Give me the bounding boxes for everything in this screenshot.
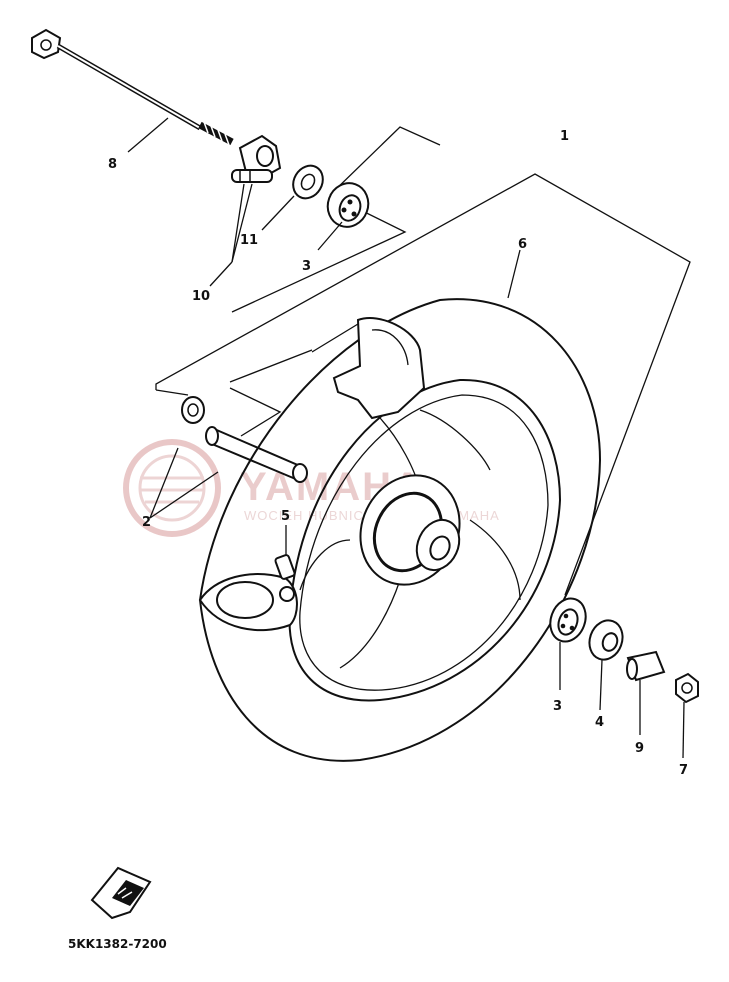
- tire-valve: [274, 554, 296, 602]
- axle-nut: [675, 672, 699, 704]
- speedometer-gear-unit: [231, 134, 282, 183]
- leader-lines: [127, 117, 685, 759]
- callout-11: 11: [240, 233, 258, 248]
- front-arrow-icon: [90, 866, 152, 920]
- callout-10: 10: [192, 289, 210, 304]
- oil-seal-upper: [292, 164, 324, 200]
- callout-1: 1: [560, 129, 569, 144]
- wheel-spacer: [181, 396, 308, 483]
- front-wheel: [198, 298, 602, 762]
- oil-seal-lower: [588, 619, 624, 661]
- part-code-label: 5KK1382-7200: [68, 937, 167, 951]
- axle-thread: [198, 121, 234, 146]
- callout-3-upper: 3: [302, 259, 311, 274]
- front-axle: [31, 28, 234, 146]
- callout-4: 4: [595, 715, 604, 730]
- callout-3-lower: 3: [553, 699, 562, 714]
- bearing-upper: [326, 182, 370, 228]
- callout-8: 8: [108, 157, 117, 172]
- callout-9: 9: [635, 741, 644, 756]
- callout-7: 7: [679, 763, 688, 778]
- callout-2: 2: [142, 515, 151, 530]
- collar: [626, 650, 666, 682]
- callout-5: 5: [281, 509, 290, 524]
- bearing-lower: [549, 597, 587, 643]
- callout-6: 6: [518, 237, 527, 252]
- yamaha-logo-icon: [123, 439, 221, 537]
